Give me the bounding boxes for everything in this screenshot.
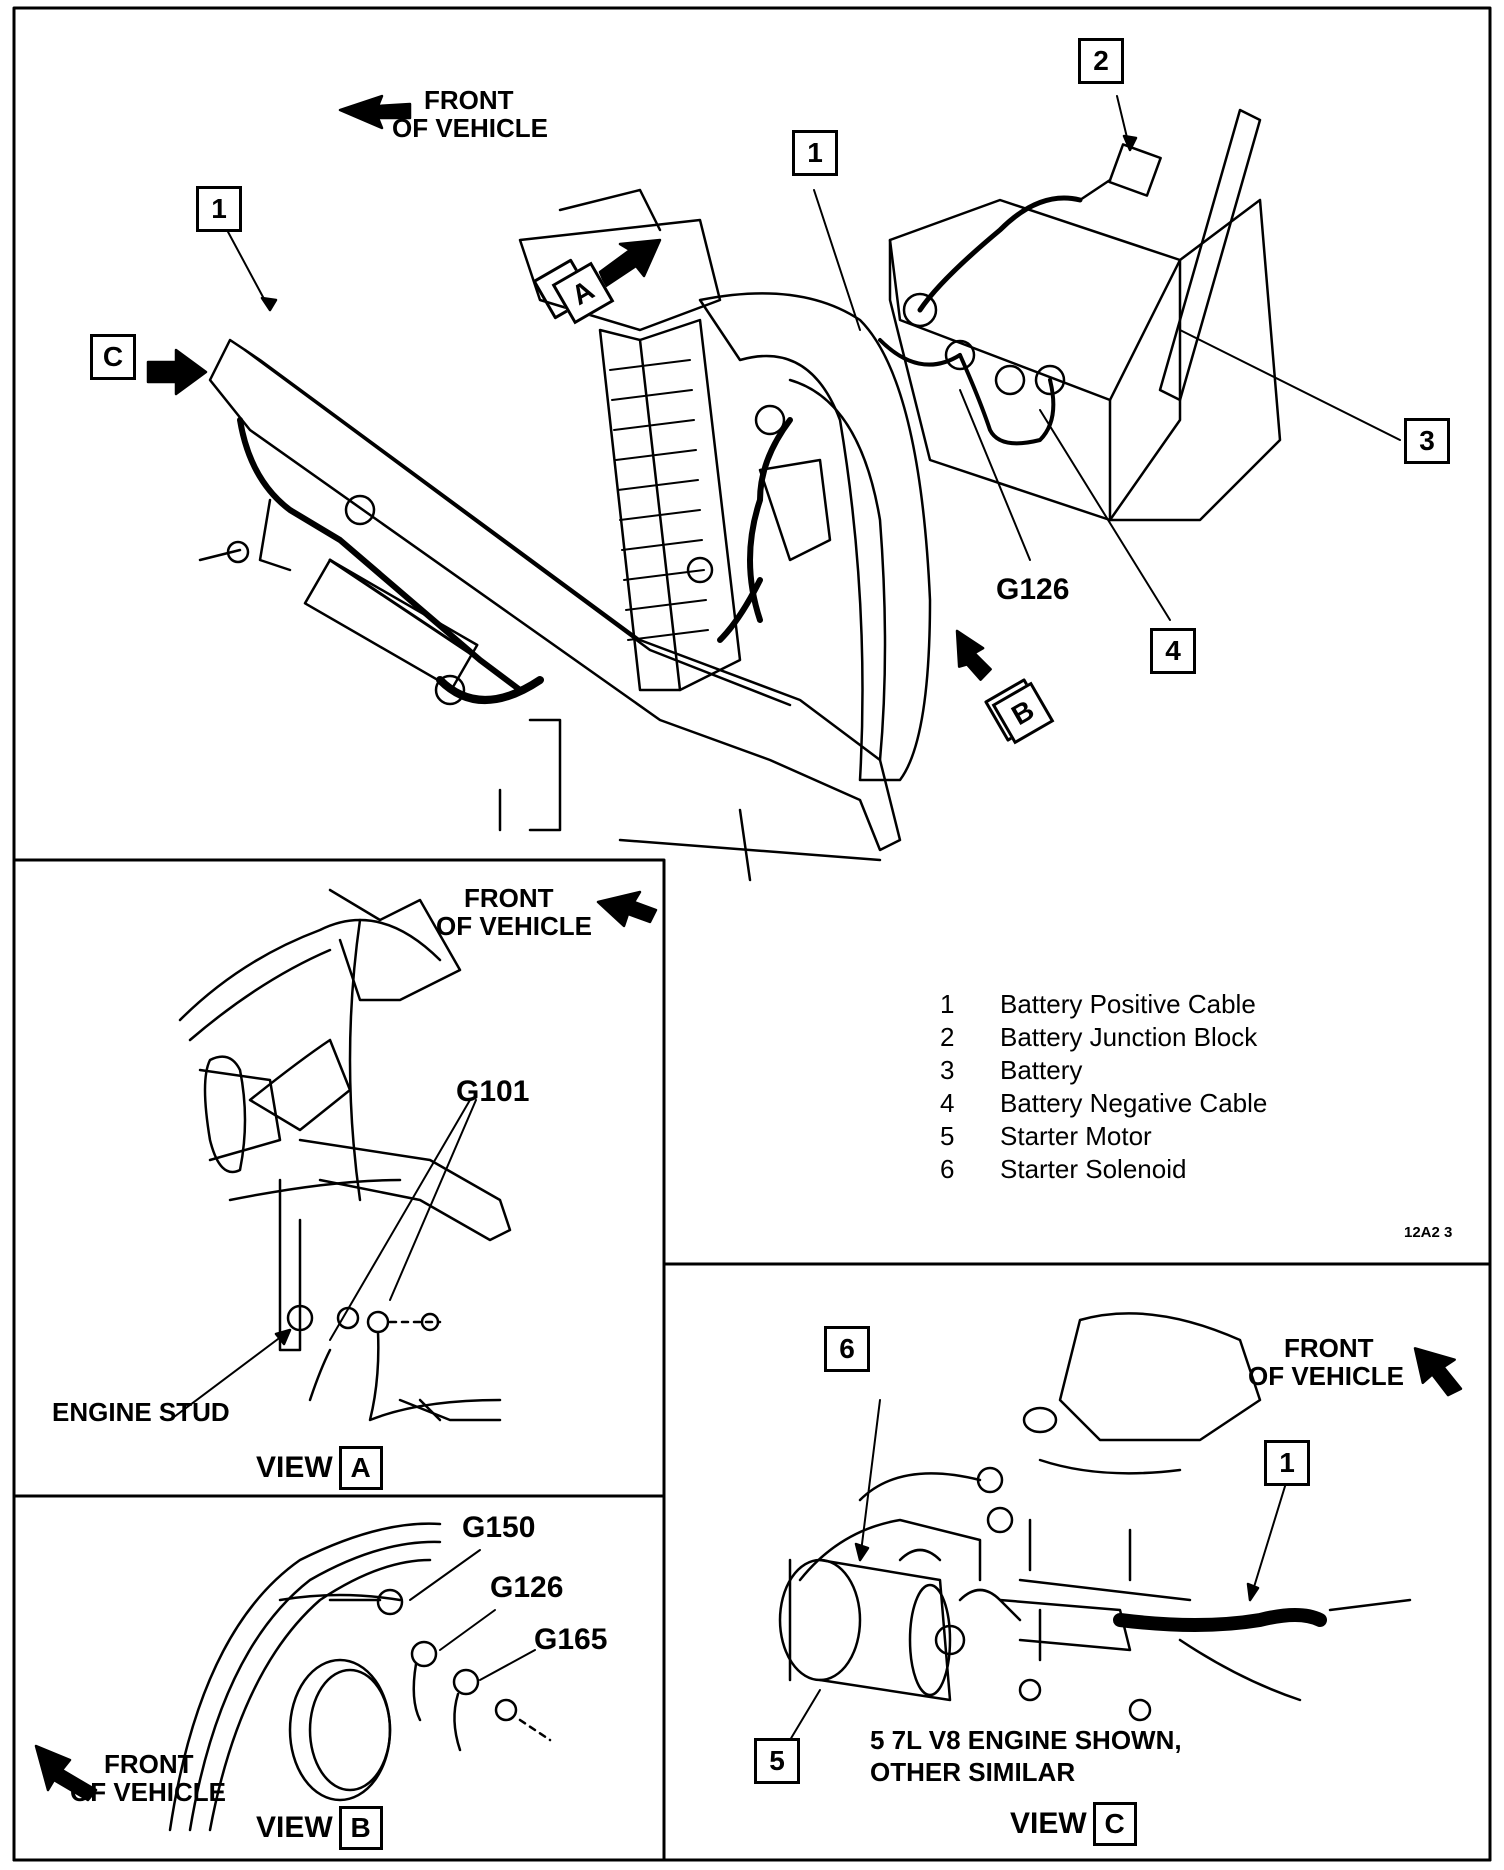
view-c-front-line1: FRONT (1284, 1333, 1374, 1363)
view-b-art (34, 1522, 552, 1832)
view-a-stud-label: ENGINE STUD (52, 1397, 230, 1427)
callout-3: 3 (1404, 418, 1450, 464)
main-front-line1: FRONT (424, 85, 514, 115)
view-b-g150: G150 (462, 1511, 536, 1544)
view-a-front-line1: FRONT (464, 883, 554, 913)
view-b-g126: G126 (490, 1571, 564, 1604)
view-c-frame (662, 1262, 1492, 1862)
view-b-g165: G165 (534, 1623, 608, 1656)
figure-code: 12A2 3 (1404, 1224, 1453, 1241)
view-c-callout-1: 1 (1264, 1440, 1310, 1486)
view-c-note-line1: 5 7L V8 ENGINE SHOWN, (870, 1725, 1182, 1755)
view-a-front-line2: OF VEHICLE (436, 911, 593, 941)
view-b-front-line2: OF VEHICLE (70, 1777, 227, 1807)
callout-1-left: 1 (196, 186, 242, 232)
main-view-art (146, 94, 1401, 882)
view-c-note-line2: OTHER SIMILAR (870, 1757, 1076, 1787)
view-b-front-line1: FRONT (104, 1749, 194, 1779)
view-a-art (169, 888, 658, 1422)
callout-4: 4 (1150, 628, 1196, 674)
view-c-callout-6: 6 (824, 1326, 870, 1372)
main-ground-label: G126 (996, 573, 1070, 606)
view-c-art (778, 1312, 1463, 1741)
view-marker-c: C (90, 334, 136, 380)
view-a-ground-label: G101 (456, 1075, 530, 1108)
main-front-line2: OF VEHICLE (392, 113, 549, 143)
view-c-front-line2: OF VEHICLE (1248, 1361, 1405, 1391)
callout-1-top: 1 (792, 130, 838, 176)
view-c-callout-5: 5 (754, 1738, 800, 1784)
callout-2: 2 (1078, 38, 1124, 84)
outer-frame (12, 6, 1492, 1862)
